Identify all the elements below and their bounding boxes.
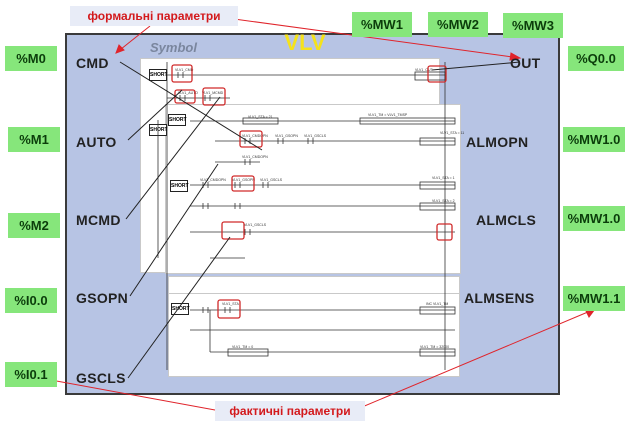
coil-label: INC VLV1_TM: [426, 302, 449, 306]
ladder-sheet-3: [168, 292, 460, 377]
arg-mw1-0-almopn: %MW1.0: [563, 127, 625, 152]
pin-almsens: ALMSENS: [464, 290, 535, 306]
arg-mw2-top: %MW2: [428, 12, 488, 37]
coil-label: VLV1_TM = 32000: [420, 345, 450, 349]
contact-label: VLV1_CMDOPN: [200, 178, 226, 182]
contact-label: VLV1_CMDOPN: [242, 155, 268, 159]
contact-label: VLV1_AUTO: [178, 91, 198, 95]
pin-out: OUT: [510, 55, 541, 71]
arg-mw1-0-almcls: %MW1.0: [563, 206, 625, 231]
arg-mw1-1: %MW1.1: [563, 286, 625, 311]
short-box: SHORT: [149, 69, 168, 81]
contact-label: VLV1_GSOPN: [232, 178, 255, 182]
short-box: SHORT: [170, 180, 189, 192]
arg-mw3-top: %MW3: [503, 13, 563, 38]
coil-label: VLV1_STA = 1: [432, 176, 455, 180]
contact-label: VLV1_CMDOPN: [242, 134, 268, 138]
pin-almopn: ALMOPN: [466, 134, 529, 150]
contact-label: VLV1_STA: [222, 302, 239, 306]
coil-label: VLV1_TM = 0: [232, 345, 254, 349]
contact-label: VLV1_GSCLS: [244, 223, 267, 227]
pin-auto: AUTO: [76, 134, 117, 150]
contact-label: VLV1_CMD: [175, 68, 194, 72]
ladder-sheet-2: [165, 104, 461, 274]
block-title: VLV: [284, 30, 326, 55]
contact-label: VLV1_GSOPN: [275, 134, 298, 138]
coil-label: VLV1_OUT: [415, 68, 433, 72]
coil-label: VLV1_STA = 11: [440, 131, 465, 135]
ladder-sheet-4: [168, 276, 460, 294]
arg-m1: %M1: [8, 127, 60, 152]
pin-gsopn: GSOPN: [76, 290, 129, 306]
arg-i0-0: %I0.0: [5, 288, 57, 313]
short-box: SHORT: [168, 114, 187, 126]
arg-m0: %M0: [5, 46, 57, 71]
coil-label: VLV1_STA = 2: [432, 199, 455, 203]
pin-mcmd: MCMD: [76, 212, 121, 228]
pin-almcls: ALMCLS: [476, 212, 537, 228]
coil-label: VLV1_STA = 21: [248, 115, 273, 119]
formal-params-note: формальні параметри: [70, 6, 238, 26]
coil-label: VLV1_TM = VLV1_TMSP: [368, 113, 408, 117]
pin-cmd: CMD: [76, 55, 109, 71]
arg-mw1-top: %MW1: [352, 12, 412, 37]
contact-label: VLV1_MCMD: [202, 91, 224, 95]
actual-params-note: фактичні параметри: [215, 401, 365, 421]
arg-i0-1: %I0.1: [5, 362, 57, 387]
arg-q0-0: %Q0.0: [568, 46, 624, 71]
arg-m2: %M2: [8, 213, 60, 238]
symbol-label: Symbol: [150, 40, 197, 55]
contact-label: VLV1_GSCLS: [304, 134, 327, 138]
pin-gscls: GSCLS: [76, 370, 126, 386]
contact-label: VLV1_GSCLS: [260, 178, 283, 182]
